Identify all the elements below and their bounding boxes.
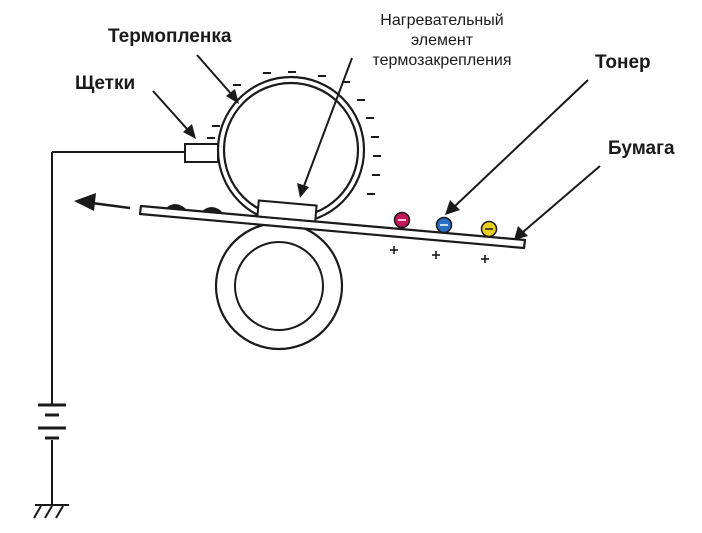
thermal-film [216, 75, 366, 225]
pressure-roller [214, 221, 344, 351]
toner-cyan [435, 216, 453, 234]
paper-label: Бумага [608, 138, 675, 159]
leader-lines [152, 54, 601, 240]
circuit [33, 151, 185, 519]
heater-label-line-2: элемент [410, 32, 474, 49]
toner-magenta [393, 211, 411, 229]
leader-toner [453, 79, 589, 208]
paper-sheet [138, 204, 527, 250]
battery-icon [38, 403, 66, 440]
paper-charges [390, 246, 489, 263]
brushes-label: Щетки [75, 73, 136, 94]
leader-film [196, 54, 234, 97]
direction-arrow [74, 193, 131, 211]
toner-label: Тонер [595, 52, 651, 73]
ground-icon [33, 504, 69, 519]
heater-label-line-1: Нагревательный [380, 12, 504, 29]
heater-label-line-3: термозакрепления [372, 52, 512, 69]
film-charges [207, 71, 381, 195]
leader-heater [303, 57, 353, 187]
heater-label: Нагревательный элемент термозакрепления [342, 11, 542, 71]
toner-particles [393, 211, 498, 238]
toner-yellow [480, 220, 498, 238]
heater-block [256, 199, 318, 223]
fused-toner [165, 203, 224, 214]
leader-paper [522, 165, 601, 233]
leader-brushes [152, 90, 189, 131]
brush-block [184, 143, 219, 163]
film-label: Термопленка [108, 26, 232, 47]
